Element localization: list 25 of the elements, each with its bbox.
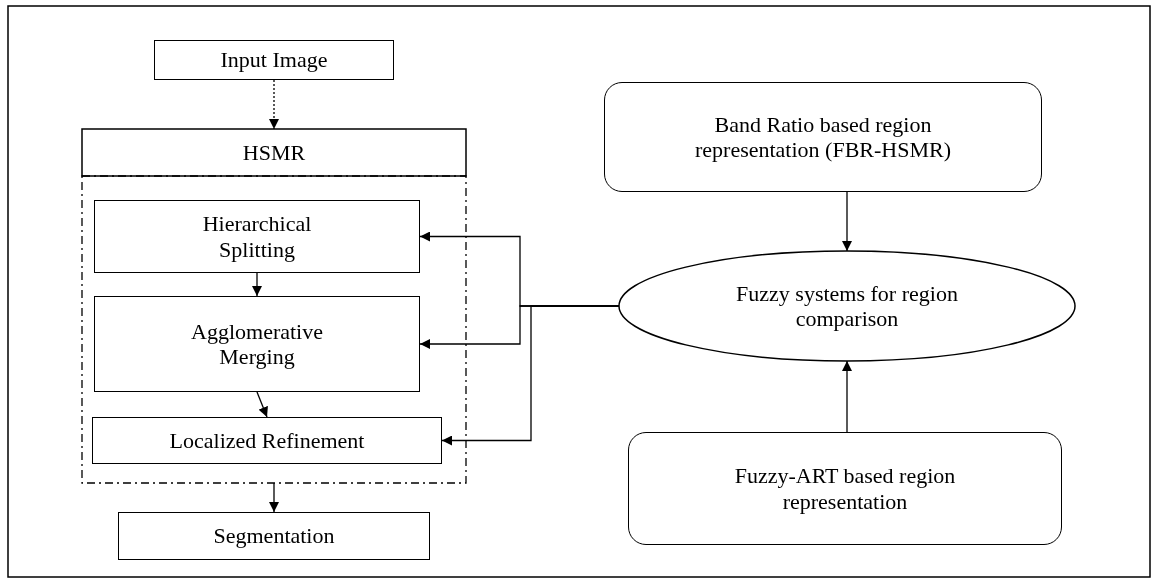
group-box bbox=[82, 129, 466, 483]
process-box bbox=[154, 40, 394, 80]
node-label: Band Ratio based region representation (FBR-HSMR) bbox=[694, 111, 952, 163]
arrow bbox=[842, 191, 852, 252]
arrow bbox=[441, 305, 620, 446]
node-label: Fuzzy systems for region comparison bbox=[735, 280, 959, 332]
process-box bbox=[94, 296, 420, 392]
node-label: HSMR bbox=[242, 139, 306, 166]
arrow bbox=[252, 272, 262, 297]
node-label: Localized Refinement bbox=[169, 427, 365, 454]
node-label: Input Image bbox=[220, 47, 328, 73]
node-label: Hierarchical Splitting bbox=[201, 211, 313, 262]
arrow bbox=[256, 391, 268, 418]
arrow bbox=[269, 79, 279, 130]
node-label: Agglomerative Merging bbox=[190, 318, 324, 370]
process-box bbox=[118, 512, 430, 560]
node-label: Segmentation bbox=[213, 523, 335, 549]
process-box bbox=[94, 200, 420, 273]
arrow bbox=[269, 482, 279, 513]
rounded-box bbox=[604, 82, 1042, 192]
process-box bbox=[92, 417, 442, 464]
node-label: Fuzzy-ART based region representation bbox=[733, 463, 957, 514]
arrow bbox=[842, 360, 852, 433]
ellipse-node bbox=[619, 251, 1075, 361]
rounded-box bbox=[628, 432, 1062, 545]
